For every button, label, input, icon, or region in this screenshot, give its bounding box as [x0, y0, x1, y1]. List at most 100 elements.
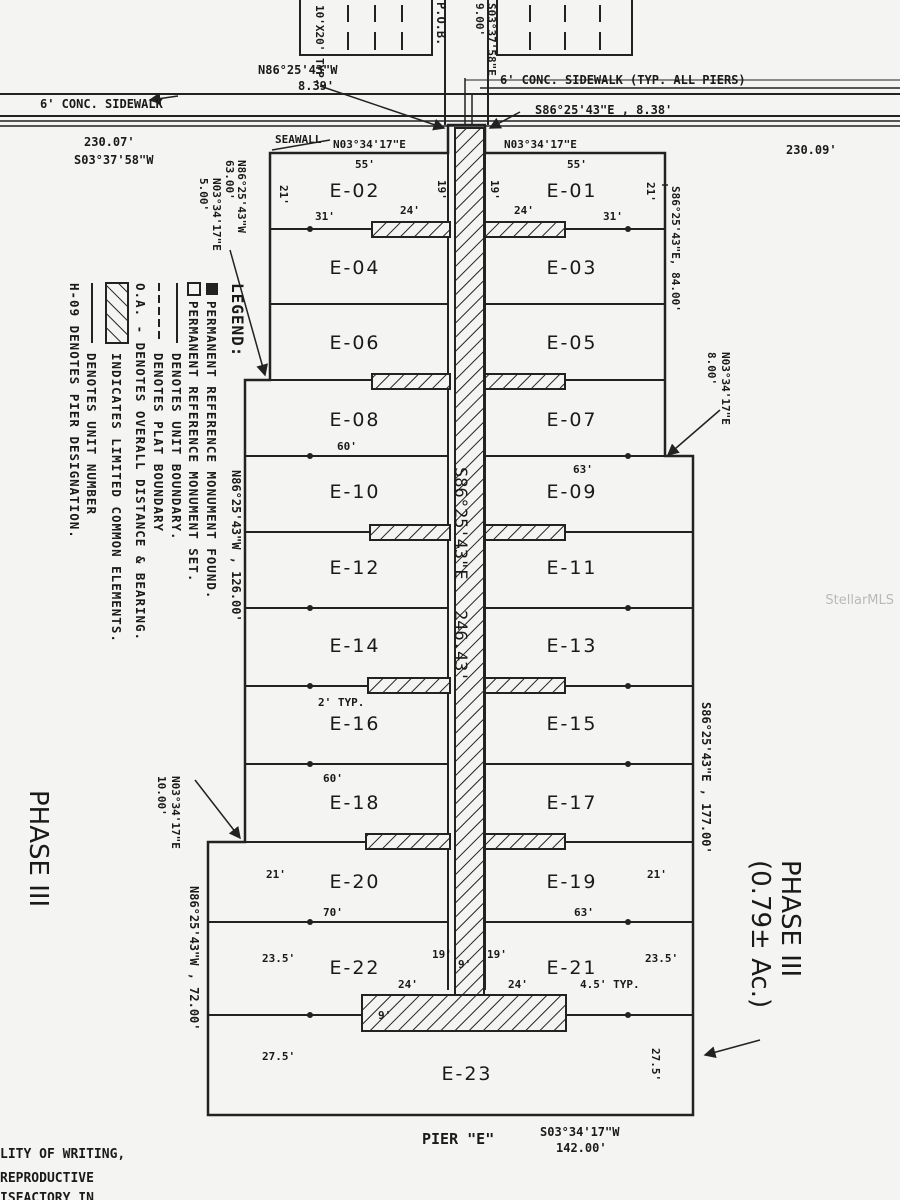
legend-item: DENOTES PLAT BOUNDARY — [151, 353, 166, 532]
unit-label: E-11 — [546, 557, 597, 579]
dim-label: 70' — [323, 906, 343, 919]
legend-item: DENOTES UNIT NUMBER — [84, 353, 99, 515]
parking-boxes — [299, 0, 633, 125]
footer-line: REPRODUCTIVE — [0, 1171, 94, 1186]
dim-label: 19' — [435, 180, 448, 200]
unit-label: E-13 — [546, 635, 597, 657]
bearing-s03-label: S03°37'58"E — [485, 3, 498, 76]
unit-label: E-12 — [329, 557, 380, 579]
dim-label: 21' — [647, 868, 667, 881]
unit-label: E-06 — [329, 332, 380, 354]
dim-label: 55' — [567, 158, 587, 171]
dim-label: 27.5' — [262, 1050, 295, 1063]
bearing-label: N03°34'17"E — [719, 352, 732, 425]
n86-left-dist: 8.39' — [298, 79, 334, 93]
dim-label: 24' — [508, 978, 528, 991]
dist-right-label: 230.09' — [786, 143, 837, 157]
monuments — [307, 226, 631, 1018]
n86-left-label: N86°25'43"W — [258, 63, 338, 77]
unit-label: E-14 — [329, 635, 380, 657]
dim-label: 2' TYP. — [318, 696, 364, 709]
unit-label: E-07 — [546, 409, 597, 431]
bearing-label: S86°25'43"E , 177.00' — [699, 702, 713, 854]
s86-right-label: S86°25'43"E , 8.38' — [535, 103, 672, 117]
footer-line: LITY OF WRITING, — [0, 1147, 125, 1162]
pob-label: P.O.B. — [434, 2, 448, 45]
bearing-label: 63.00' — [223, 160, 236, 200]
legend-item: INDICATES LIMITED COMMON ELEMENTS. — [109, 353, 124, 643]
bearing-label: 8.00' — [705, 352, 718, 385]
dist-left-label: 230.07' — [84, 135, 135, 149]
unit-label: E-08 — [329, 409, 380, 431]
dim-label: 24' — [400, 204, 420, 217]
phase-left-label: PHASE III — [23, 790, 53, 907]
bearing-label: N86°25'43"W — [235, 160, 248, 233]
dim-label: 21' — [266, 868, 286, 881]
unit-label: E-20 — [329, 871, 380, 893]
unit-label: E-01 — [546, 180, 597, 202]
dim-label: 60' — [323, 772, 343, 785]
dim-label: 24' — [514, 204, 534, 217]
dim-label: 9' — [458, 958, 471, 971]
legend: LEGEND: PERMANENT REFERENCE MONUMENT FOU… — [67, 282, 247, 643]
monument-found-icon — [206, 283, 218, 295]
n03-left-label: N03°34'17"E — [333, 138, 406, 151]
bearing-labels: N86°25'43"W 63.00' N03°34'17"E 5.00' S86… — [155, 160, 732, 1155]
dimension-labels: 55' 55' 21' 19' 19' 21' 31' 24' 24' 31' … — [262, 158, 678, 1081]
dim-label: 23.5' — [645, 952, 678, 965]
bearing-left-label: S03°37'58"W — [74, 153, 154, 167]
unit-label: E-03 — [546, 257, 597, 279]
dim-label: 31' — [603, 210, 623, 223]
unit-label: E-17 — [546, 792, 597, 814]
legend-title: LEGEND: — [228, 283, 247, 357]
dim-label: 55' — [355, 158, 375, 171]
dim-label: 21' — [644, 182, 657, 202]
dist-900-label: 9.00' — [473, 3, 486, 36]
center-bearing: S86°25'43"E — [450, 467, 470, 580]
center-walkway — [361, 127, 567, 1032]
unit-label: E-19 — [546, 871, 597, 893]
unit-label: E-18 — [329, 792, 380, 814]
dim-label: 19' — [432, 948, 452, 961]
dim-label: 23.5' — [262, 952, 295, 965]
dim-label: 24' — [398, 978, 418, 991]
bearing-label: 5.00' — [197, 178, 210, 211]
seawall-label: SEAWALL — [275, 133, 322, 146]
hatch-icon — [105, 282, 129, 344]
pier-label: PIER "E" — [422, 1130, 494, 1148]
dim-label: 21' — [277, 185, 290, 205]
bearing-label: S86°25'43"E, 84.00' — [669, 186, 682, 312]
sidewalk-left-label: 6' CONC. SIDEWALK — [40, 97, 164, 111]
unit-label: E-02 — [329, 180, 380, 202]
legend-item: H-09 DENOTES PIER DESIGNATION. — [67, 283, 82, 539]
leader-lines — [148, 85, 761, 1059]
bearing-label: N86°25'43"W , 72.00' — [187, 886, 201, 1031]
bearing-label: N86°25'43"W , 126.00' — [229, 470, 243, 622]
legend-item: O.A. - DENOTES OVERALL DISTANCE & BEARIN… — [133, 283, 148, 641]
unit-label: E-16 — [329, 713, 380, 735]
typ-box-label: 10'X20' TYP. — [313, 5, 326, 84]
footer-line: ISFACTORY IN — [0, 1191, 94, 1200]
phase-area: (0.79± Ac.) — [745, 860, 775, 1008]
unit-label: E-10 — [329, 481, 380, 503]
unit-label: E-21 — [546, 957, 597, 979]
unit-label: E-04 — [329, 257, 380, 279]
watermark: StellarMLS — [825, 593, 894, 608]
phase-label: PHASE III (0.79± Ac.) PHASE III — [23, 790, 805, 1008]
unit-label: E-22 — [329, 957, 380, 979]
bearing-label: N03°34'17"E — [210, 178, 223, 251]
footer-text: LITY OF WRITING, REPRODUCTIVE ISFACTORY … — [0, 1147, 125, 1200]
bearing-label: 10.00' — [155, 776, 168, 816]
dim-label: 63' — [573, 463, 593, 476]
unit-label: E-09 — [546, 481, 597, 503]
bottom-bearing: S03°34'17"W — [540, 1125, 620, 1139]
dim-label: 9' — [378, 1009, 391, 1022]
bearing-label: N03°34'17"E — [169, 776, 182, 849]
bottom-distance: 142.00' — [556, 1141, 607, 1155]
dim-label: 19' — [488, 180, 501, 200]
phase-title: PHASE III — [775, 860, 805, 977]
dim-label: 27.5' — [649, 1048, 662, 1081]
legend-item: PERMANENT REFERENCE MONUMENT FOUND. — [204, 301, 219, 599]
